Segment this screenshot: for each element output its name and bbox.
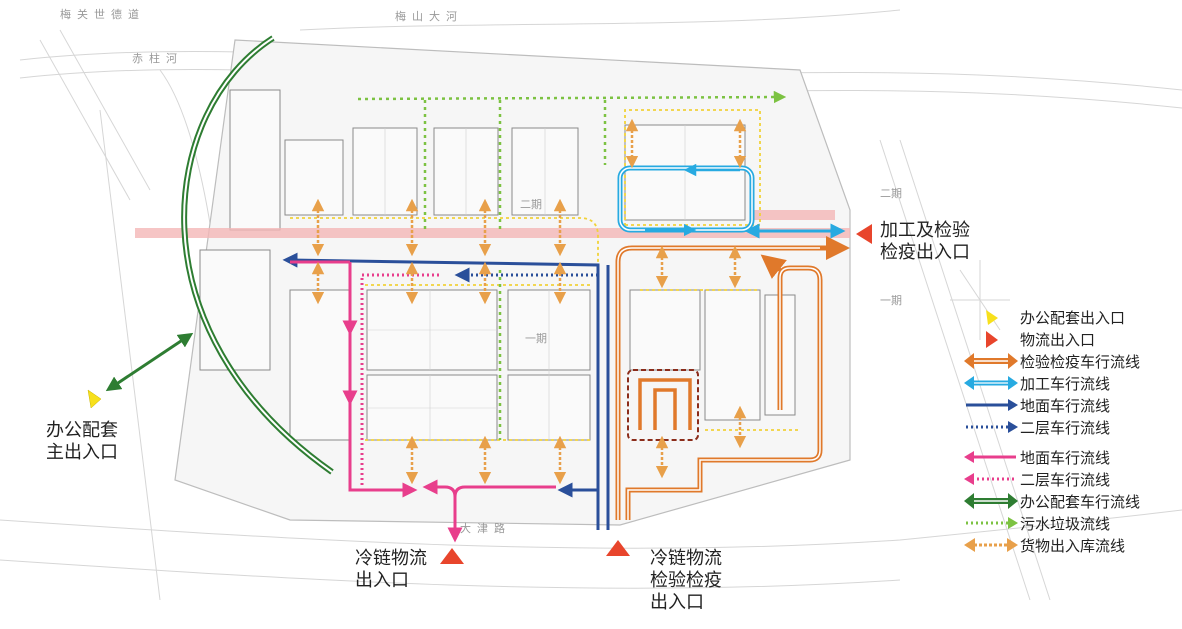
processing-entrance-label: 加工及检验 检疫出入口 bbox=[880, 220, 970, 263]
phase-tag: 一期 bbox=[880, 294, 902, 307]
legend-item-second-floor-blue: 二层车行流线 bbox=[962, 416, 1177, 438]
north-river-label: 梅山大河 bbox=[395, 10, 463, 23]
cargo-flows bbox=[311, 118, 747, 485]
processing-flow bbox=[617, 163, 846, 239]
inspection-flow bbox=[615, 236, 850, 520]
legend: 办公配套出入口 物流出入口 检验检疫车行流线 加工车行流线 地面车行流线 bbox=[962, 306, 1177, 556]
office-vehicle-flow bbox=[105, 35, 334, 475]
cold-inspect-entrance-triangle bbox=[606, 540, 630, 556]
legend-item-sewage-flow: 污水垃圾流线 bbox=[962, 512, 1177, 534]
cyan-double-arrow-icon bbox=[964, 376, 1018, 390]
office-main-entrance-label: 办公配套 主出入口 bbox=[46, 420, 118, 463]
orange-dashed-double-arrow-icon bbox=[964, 538, 1018, 552]
legend-item-cargo-flow: 货物出入库流线 bbox=[962, 534, 1177, 556]
building-hatching bbox=[367, 125, 686, 440]
legend-item-second-floor-pink: 二层车行流线 bbox=[962, 468, 1177, 490]
cold-inspect-entrance-label: 冷链物流 检验检疫 出入口 bbox=[650, 548, 722, 613]
legend-item-processing-flow: 加工车行流线 bbox=[962, 372, 1177, 394]
orange-double-arrow-icon bbox=[964, 353, 1018, 369]
phase-tag: 二期 bbox=[880, 187, 902, 200]
pink-arrow-icon bbox=[964, 451, 1016, 463]
office-main-entrance-triangle bbox=[87, 389, 102, 409]
green-dotted-arrow-icon bbox=[966, 517, 1018, 529]
yellow-triangle-icon bbox=[986, 310, 998, 325]
cold-chain-entrance-triangle bbox=[440, 548, 464, 564]
legend-item-office-vehicle: 办公配套车行流线 bbox=[962, 490, 1177, 512]
blue-dotted-arrow-icon bbox=[966, 421, 1018, 433]
blue-ground-flow bbox=[282, 252, 610, 530]
pink-dotted-arrow-icon bbox=[964, 473, 1016, 485]
west-road-label: 赤柱河 bbox=[132, 52, 183, 65]
south-road-label: 大津路 bbox=[460, 522, 511, 535]
legend-item-ground-vehicle-pink: 地面车行流线 bbox=[962, 446, 1177, 468]
green-double-arrow-icon bbox=[964, 493, 1018, 509]
phase-tag: 二期 bbox=[520, 198, 542, 211]
pink-ground-flow bbox=[290, 260, 556, 543]
entrance-markers bbox=[87, 224, 872, 564]
northwest-road-label: 梅关世德道 bbox=[60, 8, 145, 21]
legend-item-inspection-flow: 检验检疫车行流线 bbox=[962, 350, 1177, 372]
legend-item-ground-vehicle-blue: 地面车行流线 bbox=[962, 394, 1177, 416]
phase-tag: 一期 bbox=[525, 332, 547, 345]
blue-arrow-icon bbox=[966, 399, 1018, 411]
processing-entrance-triangle bbox=[856, 224, 872, 244]
main-road-band bbox=[135, 228, 850, 238]
sewage-flow-lines bbox=[357, 90, 787, 440]
red-triangle-icon bbox=[986, 331, 998, 348]
legend-item-office-entrance: 办公配套出入口 bbox=[962, 306, 1177, 328]
yellow-internal-roads bbox=[290, 109, 800, 441]
legend-item-logistics-entrance: 物流出入口 bbox=[962, 328, 1177, 350]
cold-chain-entrance-label: 冷链物流 出入口 bbox=[355, 548, 427, 591]
